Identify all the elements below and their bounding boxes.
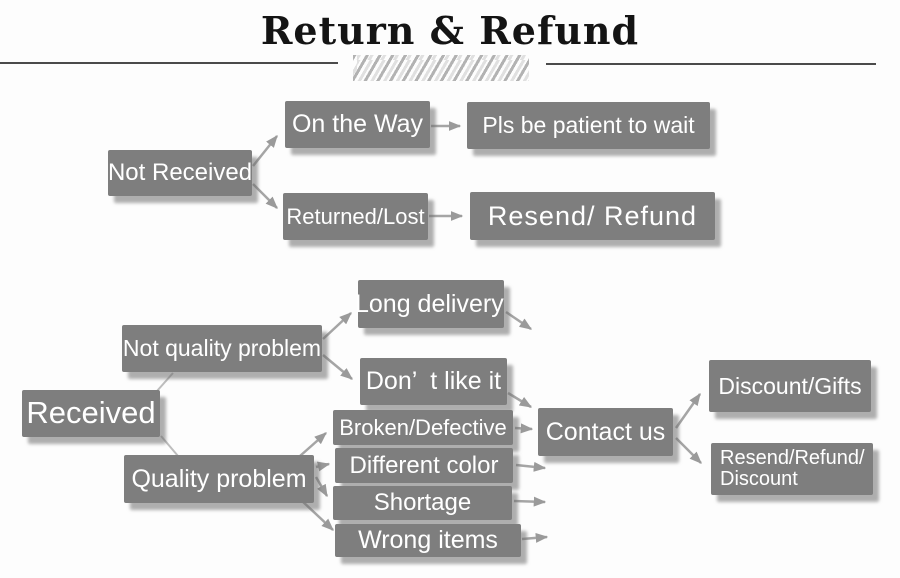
arrow-quality-to-shortage	[314, 476, 329, 498]
arrow-not-quality-to-dont-like-it	[322, 354, 353, 380]
arrow-quality-to-broken-defective	[299, 432, 327, 457]
node-not-quality-problem: Not quality problem	[122, 325, 322, 372]
node-different-color: Different color	[335, 448, 513, 483]
node-broken-defective: Broken/Defective	[333, 410, 513, 445]
arrow-contact-us-to-resend-refund-discount	[675, 437, 702, 464]
arrow-long-delivery-out	[505, 310, 533, 331]
node-label: Returned/Lost	[286, 203, 425, 229]
arrow-not-quality-to-long-delivery	[322, 312, 352, 340]
node-label: Not Received	[107, 159, 253, 187]
arrow-not-received-to-on-the-way	[252, 135, 278, 167]
node-not-received: Not Received	[108, 150, 252, 196]
arrow-wrong-items-out	[521, 532, 549, 543]
node-quality-problem: Quality problem	[124, 455, 314, 503]
node-label: Discount/Gifts	[718, 372, 862, 399]
node-contact-us: Contact us	[538, 408, 673, 456]
node-pls-be-patient: Pls be patient to wait	[467, 102, 710, 149]
title-rule-left	[0, 62, 338, 64]
node-label: Resend/ Refund	[487, 200, 698, 231]
node-label: Shortage	[373, 489, 472, 517]
node-label: Wrong items	[358, 526, 498, 555]
node-dont-like-it: Don’ t like it	[360, 358, 507, 405]
title-rule-right	[546, 63, 876, 65]
node-label: Don’ t like it	[365, 367, 502, 396]
hatch-decoration	[353, 55, 529, 81]
line-received-to-not-quality-problem	[156, 372, 174, 392]
node-label: Received	[26, 395, 156, 431]
node-label: Quality problem	[131, 464, 307, 493]
node-long-delivery: Long delivery	[355, 280, 504, 328]
node-resend-refund: Resend/ Refund	[470, 192, 715, 240]
arrow-shortage-out	[513, 496, 547, 507]
node-on-the-way: On the Way	[285, 101, 430, 148]
arrow-dont-like-it-to-contact-us	[507, 391, 533, 409]
node-shortage: Shortage	[333, 486, 512, 520]
node-label: Different color	[349, 451, 499, 479]
node-label: Contact us	[545, 417, 666, 446]
node-discount-gifts: Discount/Gifts	[709, 360, 871, 412]
arrow-contact-us-to-discount-gifts	[674, 392, 702, 429]
line-received-to-quality-problem	[160, 435, 179, 457]
arrow-not-received-to-returned-lost	[252, 183, 278, 209]
node-label: On the Way	[291, 110, 424, 139]
arrow-quality-to-wrong-items	[300, 499, 334, 531]
node-label: Not quality problem	[122, 335, 322, 362]
node-label: Broken/Defective	[339, 414, 507, 440]
node-label: Long delivery	[355, 289, 504, 318]
node-label-line2: Discount	[720, 468, 798, 490]
arrow-different-color-out	[515, 461, 547, 472]
node-label-line1: Resend/Refund/	[720, 447, 865, 469]
page-title: Return & Refund	[260, 8, 640, 53]
node-resend-refund-discount: Resend/Refund/ Discount	[711, 443, 873, 495]
node-received: Received	[22, 390, 160, 437]
arrow-broken-defective-to-contact-us	[514, 423, 534, 434]
node-wrong-items: Wrong items	[335, 524, 521, 557]
node-label: Pls be patient to wait	[482, 112, 695, 139]
arrow-quality-to-different-color	[315, 461, 331, 472]
node-returned-lost: Returned/Lost	[283, 193, 428, 240]
